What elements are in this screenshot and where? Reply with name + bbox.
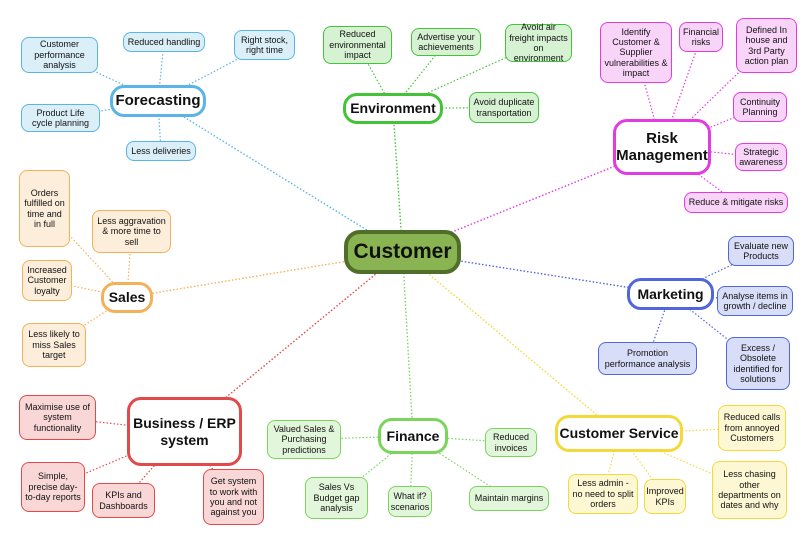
connector-service-leaf [618,432,750,491]
leaf-sales-increased-customer-loyalty: Increased Customer loyalty [22,260,72,301]
branch-forecasting: Forecasting [110,85,206,117]
connector-service-leaf [618,433,666,497]
leaf-risk-reduce-mitigate-risks: Reduce & mitigate risks [684,192,788,213]
connector-erp-leaf [52,430,185,488]
center-node-customer: Customer [344,230,461,274]
connector-environment [392,108,404,253]
leaf-forecasting-product-life-cycle-planning: Product Life cycle planning [21,104,100,132]
branch-service: Customer Service [555,415,683,452]
leaf-marketing-analyse-items-in-growth-decline: Analyse items in growth / decline [717,286,793,316]
branch-sales: Sales [101,282,153,313]
connector-sales-leaf [44,208,128,298]
leaf-risk-identify-customer-supplier-vulnerabiliti: Identify Customer & Supplier vulnerabili… [600,22,672,83]
leaf-finance-sales-vs-budget-gap-analysis: Sales Vs Budget gap analysis [305,477,368,519]
leaf-environment-avoid-air-freight-impacts-on-environment: Avoid air freight impacts on environment [505,22,572,63]
leaf-forecasting-reduced-handling: Reduced handling [123,32,205,52]
leaf-environment-avoid-duplicate-transportation: Avoid duplicate transportation [469,92,539,123]
leaf-finance-maintain-margins: Maintain margins [469,486,549,511]
leaf-finance-reduced-invoices: Reduced invoices [485,428,537,457]
branch-marketing: Marketing [627,278,714,310]
leaf-risk-financial-risks: Financial risks [679,22,723,52]
leaf-sales-orders-fulfilled-on-time-and-in-full: Orders fulfilled on time and in full [19,170,70,247]
leaf-marketing-excess-obsolete-identified-for-solutions: Excess / Obsolete identified for solutio… [726,337,790,390]
leaf-marketing-evaluate-new-products: Evaluate new Products [728,236,794,266]
connector-forecasting-leaf [60,100,159,119]
branch-finance: Finance [378,418,448,454]
leaf-erp-get-system-to-work-with-you-and-not-agai: Get system to work with you and not agai… [203,469,264,525]
leaf-environment-advertise-your-achievements: Advertise your achievements [411,28,481,56]
connector-risk-leaf [661,146,762,158]
leaf-erp-kpis-and-dashboards: KPIs and Dashboards [92,483,155,518]
leaf-sales-less-aggravation-more-time-to-sell: Less aggravation & more time to sell [92,210,171,253]
branch-risk: Risk Management [613,119,711,175]
branch-environment: Environment [343,93,443,124]
leaf-service-improved-kpis: Improved KPIs [644,479,686,514]
leaf-risk-continuity-planning: Continuity Planning [733,92,787,122]
connector-service [402,251,620,435]
branch-erp: Business / ERP system [127,397,242,466]
connector-marketing-leaf [670,250,762,295]
leaf-sales-less-likely-to-miss-sales-target: Less likely to miss Sales target [22,323,86,367]
leaf-service-less-admin-no-need-to-split-orders: Less admin - no need to split orders [568,474,638,514]
leaf-forecasting-right-stock-right-time: Right stock, right time [234,30,295,60]
connector-finance-leaf [336,435,414,499]
connector-forecasting [157,100,403,253]
connector-finance [401,251,414,437]
leaf-risk-defined-in-house-and-3rd-party-action-pl: Defined In house and 3rd Party action pl… [736,18,797,73]
leaf-marketing-promotion-performance-analysis: Promotion performance analysis [598,342,697,375]
leaf-risk-strategic-awareness: Strategic awareness [735,143,787,171]
leaf-forecasting-less-deliveries: Less deliveries [126,141,196,161]
leaf-finance-valued-sales-purchasing-predictions: Valued Sales & Purchasing predictions [267,420,341,459]
leaf-erp-simple-precise-day-to-day-reports: Simple, precise day-to-day reports [21,462,85,512]
leaf-forecasting-customer-performance-analysis: Customer performance analysis [21,37,98,73]
connector-forecasting-leaf [157,44,265,102]
leaf-service-less-chasing-other-departments-on-dates-: Less chasing other departments on dates … [712,461,787,519]
leaf-environment-reduced-environmental-impact: Reduced environmental impact [323,26,392,64]
leaf-finance-what-if-scenarios: What if? scenarios [388,486,432,517]
leaf-service-reduced-calls-from-annoyed-customers: Reduced calls from annoyed Customers [718,405,786,451]
leaf-erp-maximise-use-of-system-functionality: Maximise use of system functionality [19,395,96,440]
